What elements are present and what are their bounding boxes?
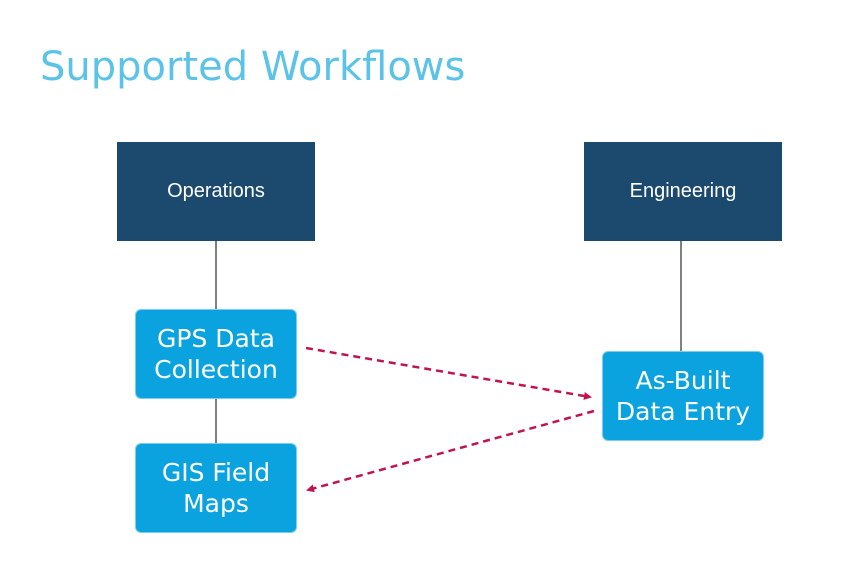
gis-field-maps-node: GIS Field Maps xyxy=(135,443,297,533)
page-title: Supported Workflows xyxy=(40,44,466,90)
operations-label: Operations xyxy=(167,180,265,202)
as-built-data-entry-label: As-Built Data Entry xyxy=(615,366,751,426)
engineering-box: Engineering xyxy=(584,142,782,241)
operations-box: Operations xyxy=(117,142,315,241)
gps-to-asbuilt-arrow xyxy=(305,346,592,400)
gis-field-maps-label: GIS Field Maps xyxy=(161,458,271,518)
as-built-data-entry-node: As-Built Data Entry xyxy=(602,351,764,441)
gps-data-collection-label: GPS Data Collection xyxy=(154,324,278,384)
engineering-label: Engineering xyxy=(629,180,737,202)
asbuilt-to-gis-arrow xyxy=(306,409,595,493)
gps-data-collection-node: GPS Data Collection xyxy=(135,309,297,399)
